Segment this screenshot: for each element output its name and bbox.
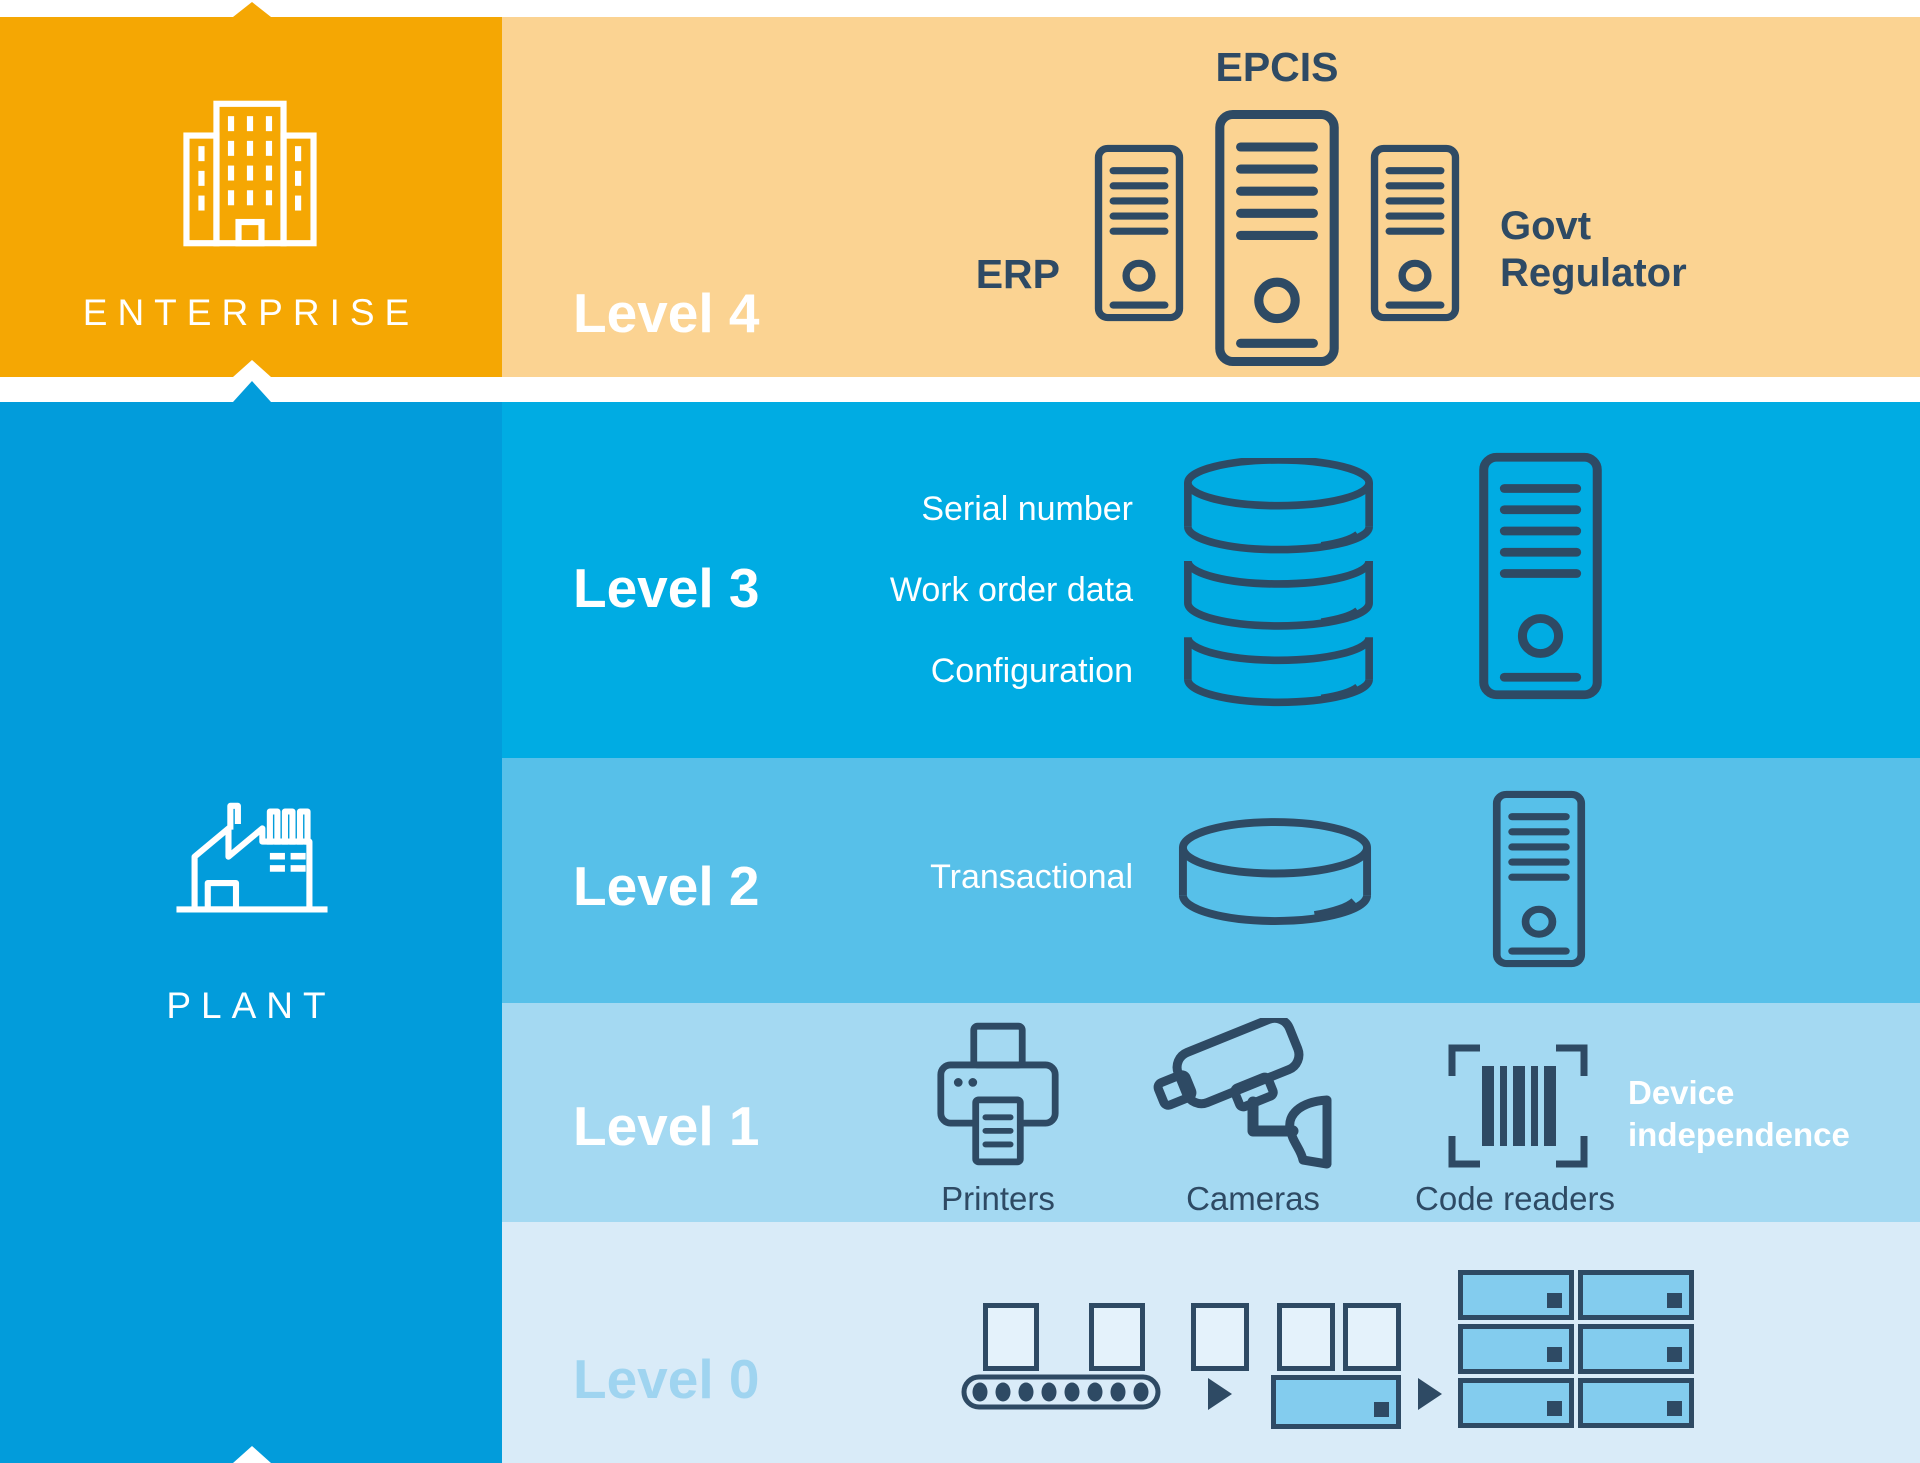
server-icon — [1479, 452, 1602, 700]
level2-label: Level 2 — [573, 855, 760, 917]
device-independence-line1: Device — [1628, 1074, 1735, 1111]
packed-case — [1271, 1375, 1401, 1429]
case-label-mark — [1667, 1293, 1682, 1308]
building-icon — [183, 100, 317, 247]
case-label-mark — [1547, 1293, 1562, 1308]
case-label-mark — [1667, 1347, 1682, 1362]
packed-case — [1578, 1378, 1694, 1428]
serial-number-label: Serial number — [921, 490, 1133, 528]
empty-box — [1089, 1303, 1145, 1371]
server-icon — [1215, 109, 1339, 367]
server-icon — [1094, 144, 1184, 322]
right-arrow-icon — [1208, 1378, 1232, 1410]
printer-icon — [937, 1022, 1059, 1166]
empty-box — [1277, 1303, 1335, 1371]
right-arrow-icon — [1418, 1378, 1442, 1410]
enterprise-block: ENTERPRISE — [0, 17, 502, 377]
code-readers-label: Code readers — [1415, 1180, 1615, 1217]
packed-case — [1578, 1324, 1694, 1374]
work-order-data-label: Work order data — [889, 571, 1133, 609]
govt-regulator-label: Govt Regulator — [1500, 203, 1687, 297]
empty-box — [983, 1303, 1039, 1371]
case-label-mark — [1667, 1401, 1682, 1416]
plant-block: PLANT — [0, 402, 502, 1463]
enterprise-label: ENTERPRISE — [82, 292, 420, 333]
case-label-mark — [1547, 1347, 1562, 1362]
level4-band — [502, 17, 1920, 377]
up-arrow-icon — [233, 2, 271, 17]
level4-label: Level 4 — [573, 282, 760, 344]
packed-case — [1458, 1324, 1574, 1374]
database-stack-icon — [1184, 458, 1373, 707]
erp-label: ERP — [975, 251, 1060, 297]
server-icon — [1370, 144, 1460, 322]
printers-label: Printers — [941, 1180, 1055, 1217]
case-label-mark — [1547, 1401, 1562, 1416]
transactional-label: Transactional — [930, 858, 1133, 896]
govt-regulator-line1: Govt — [1500, 204, 1592, 248]
factory-icon — [176, 802, 328, 913]
database-cylinder-icon — [1178, 818, 1372, 925]
configuration-label: Configuration — [930, 652, 1133, 690]
case-label-mark — [1374, 1402, 1389, 1417]
device-independence-line2: independence — [1628, 1116, 1850, 1153]
empty-box — [1343, 1303, 1401, 1371]
packed-case — [1458, 1270, 1574, 1320]
up-arrow-icon — [233, 381, 271, 402]
cameras-label: Cameras — [1186, 1180, 1320, 1217]
empty-box — [1191, 1303, 1249, 1371]
conveyor-icon — [961, 1374, 1161, 1410]
packed-case — [1578, 1270, 1694, 1320]
device-independence-note: Device independence — [1628, 1072, 1850, 1156]
level0-label: Level 0 — [573, 1348, 760, 1410]
barcode-reader-icon — [1448, 1044, 1588, 1168]
level3-label: Level 3 — [573, 557, 760, 619]
govt-regulator-line2: Regulator — [1500, 251, 1687, 295]
camera-icon — [1153, 1018, 1332, 1169]
up-arrow-icon — [233, 1446, 271, 1463]
server-icon — [1492, 790, 1586, 968]
epcis-label: EPCIS — [1215, 44, 1339, 90]
level1-label: Level 1 — [573, 1095, 760, 1157]
level2-band — [502, 758, 1920, 1003]
plant-label: PLANT — [166, 985, 336, 1026]
packed-case — [1458, 1378, 1574, 1428]
up-arrow-icon — [233, 360, 271, 377]
